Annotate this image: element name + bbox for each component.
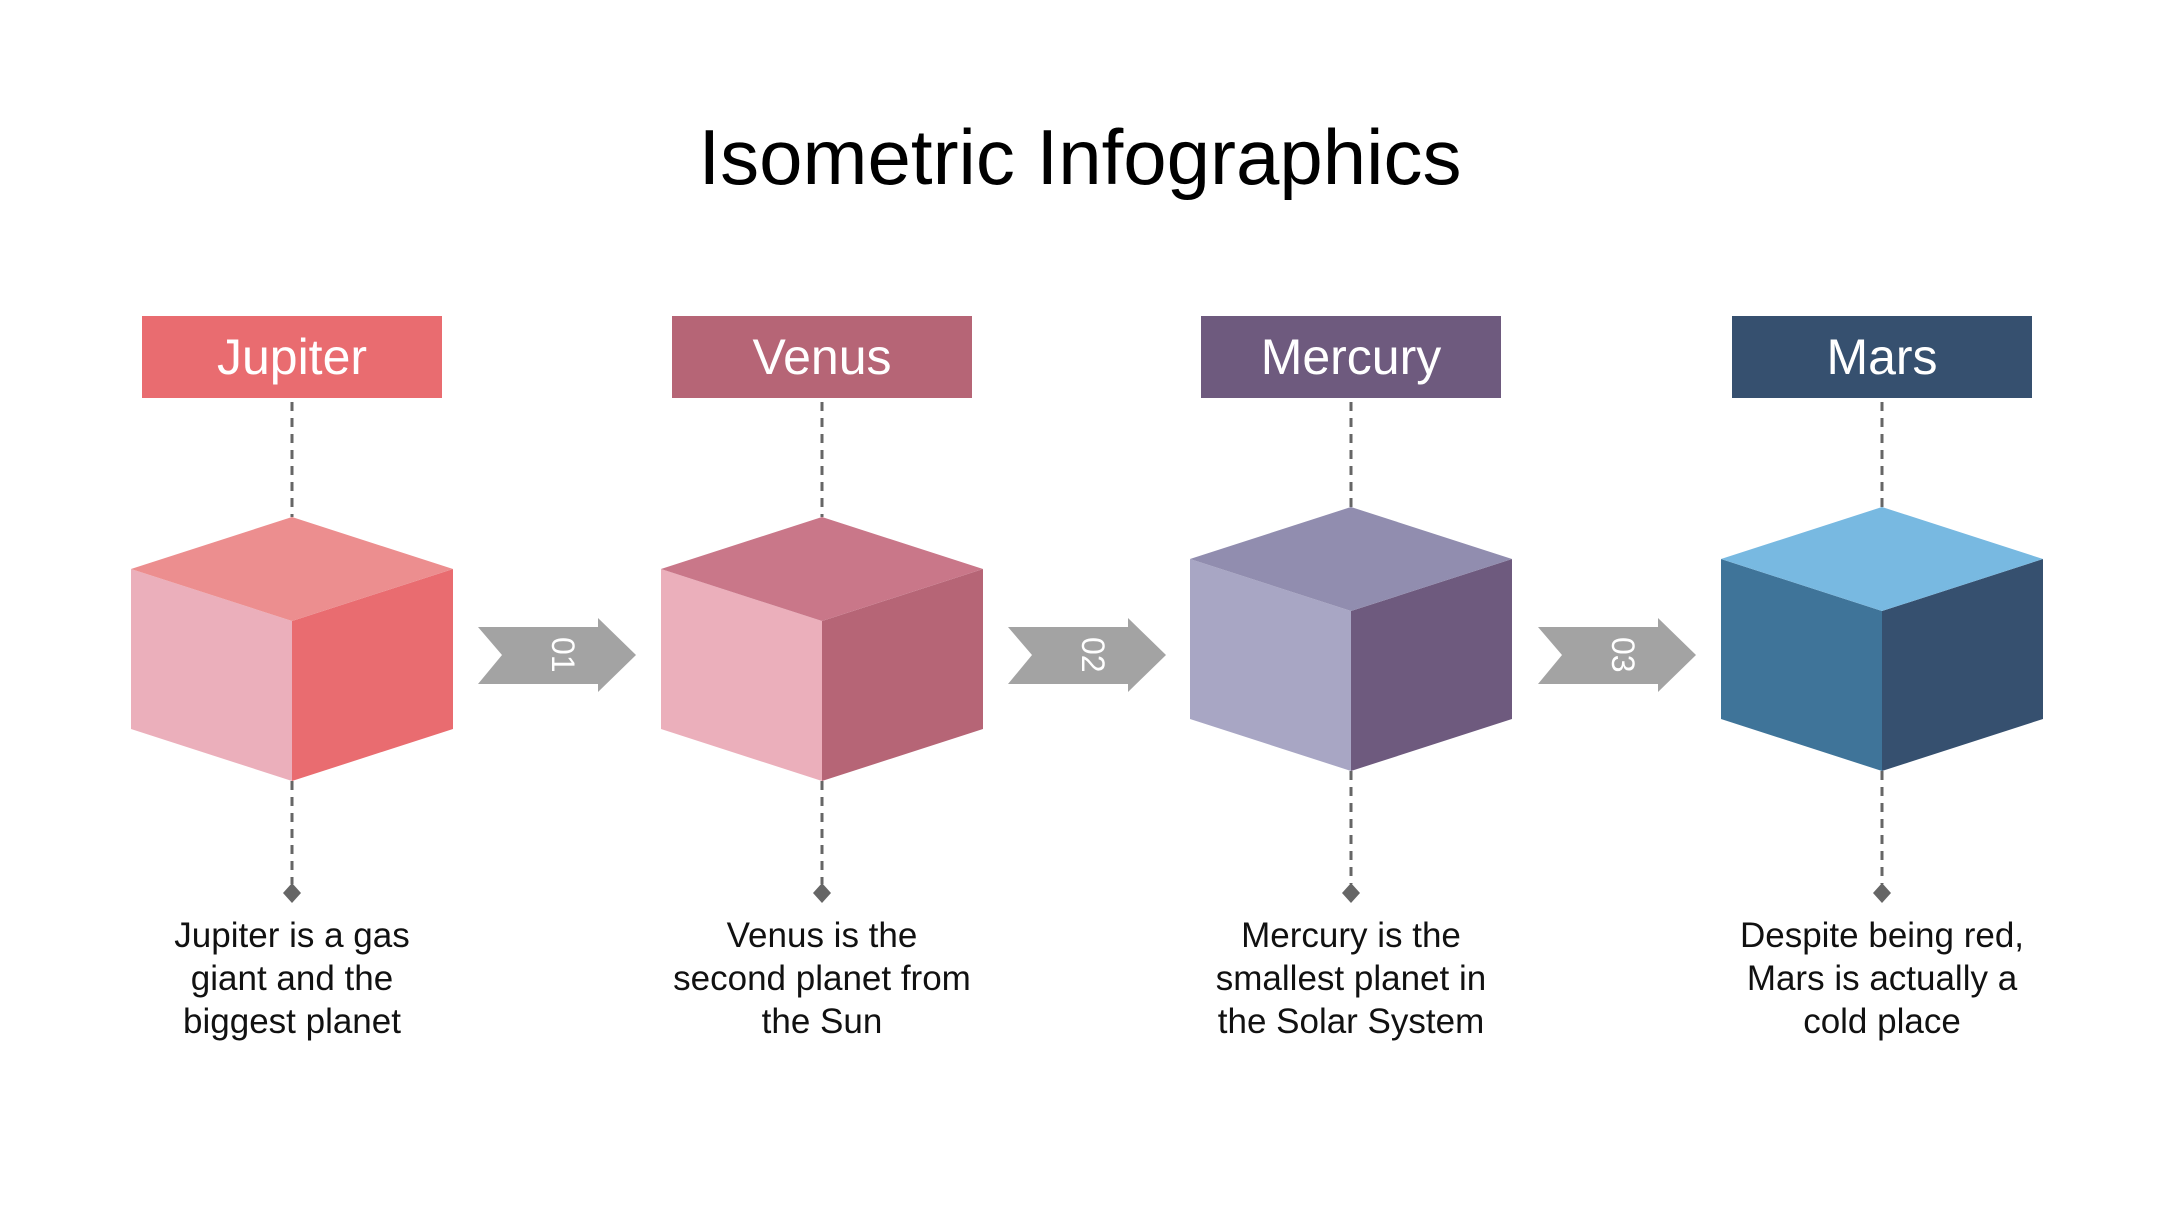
cube-right-face-mercury [1351,559,1512,771]
description-jupiter: Jupiter is a gas giant and the biggest p… [174,916,410,1041]
description-mars: Despite being red, Mars is actually a co… [1739,916,2025,1041]
label-mercury: Mercury [1201,316,1501,398]
label-mars-text: Mars [1826,329,1938,385]
cube-top-face-mars [1721,507,2043,611]
arrow-number-03: 03 [1605,637,1640,673]
arrow-2 [1008,618,1166,692]
description-venus: Venus is the second planet from the Sun [673,916,971,1041]
arrow-3 [1538,618,1696,692]
cube-top-face-mercury [1190,507,1512,611]
diamond-marker-jupiter [283,883,301,903]
label-venus-text: Venus [752,329,892,385]
arrow-number-01: 01 [545,637,580,673]
cube-left-face-mars [1721,559,1882,771]
page-title: Isometric Infographics [698,113,1462,201]
diamond-marker-mars [1873,883,1891,903]
diamond-marker-mercury [1342,883,1360,903]
cube-top-face-jupiter [131,517,453,621]
cube-left-face-jupiter [131,569,292,781]
label-jupiter-text: Jupiter [216,329,368,385]
arrow-number-02: 02 [1075,637,1110,673]
description-mercury: Mercury is the smallest planet in the So… [1215,916,1487,1041]
cube-right-face-mars [1882,559,2043,771]
diamond-marker-venus [813,883,831,903]
cube-right-face-venus [822,569,983,781]
label-mercury-text: Mercury [1260,329,1442,385]
cube-top-face-venus [661,517,983,621]
cube-left-face-venus [661,569,822,781]
cube-left-face-mercury [1190,559,1351,771]
label-venus: Venus [672,316,972,398]
label-mars: Mars [1732,316,2032,398]
cube-right-face-jupiter [292,569,453,781]
arrow-1 [478,618,636,692]
label-jupiter: Jupiter [142,316,442,398]
